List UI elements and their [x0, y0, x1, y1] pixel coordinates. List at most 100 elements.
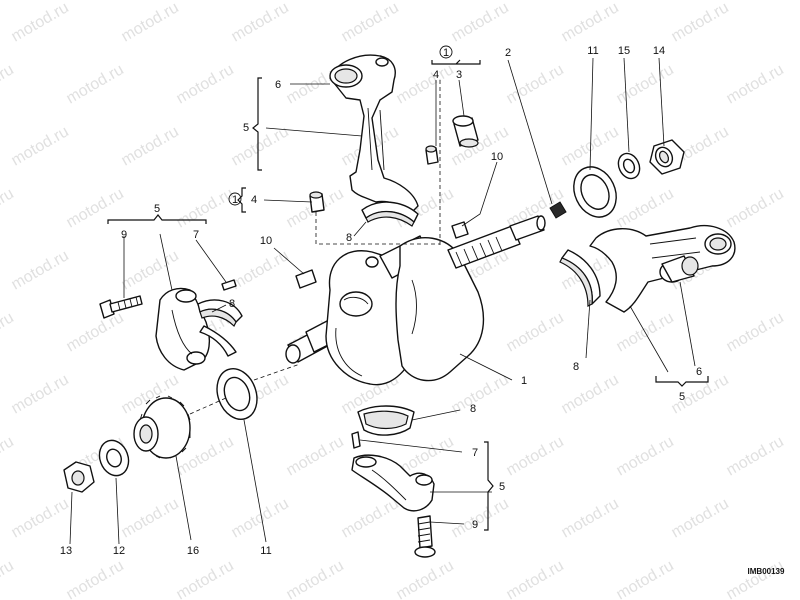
right-bearing-shell [559, 249, 601, 307]
reference-code: IMB00139 [748, 567, 785, 576]
watermark-text: motod.ru [724, 309, 787, 355]
watermark-text: motod.ru [449, 0, 512, 45]
watermark-text: motod.ru [614, 61, 677, 107]
dowel-7-bottom [351, 431, 361, 449]
crankshaft [285, 215, 546, 386]
watermark-text: motod.ru [229, 495, 292, 541]
watermark-text: motod.ru [9, 247, 72, 293]
watermark-text: motod.ru [614, 185, 677, 231]
gear-16 [133, 395, 191, 459]
watermark-text: motod.ru [64, 557, 127, 600]
watermark-text: motod.ru [394, 61, 457, 107]
nut-14 [649, 139, 685, 175]
watermark-text: motod.ru [0, 61, 17, 107]
callout-8: 8 [229, 298, 235, 310]
watermark-text: motod.ru [449, 495, 512, 541]
watermark-text: motod.ru [119, 495, 182, 541]
watermark-text: motod.ru [174, 61, 237, 107]
left-bearing-shell [197, 299, 243, 357]
watermark-text: motod.ru [394, 557, 457, 600]
thrust-washer-11-left [216, 368, 258, 420]
callout-5: 5 [243, 122, 249, 134]
bottom-rod-cap [351, 454, 435, 512]
small-key-part-2 [549, 201, 567, 219]
watermark-text: motod.ru [614, 557, 677, 600]
watermark-text: motod.ru [0, 557, 17, 600]
watermark-text: motod.ru [9, 123, 72, 169]
watermark-text: motod.ru [669, 495, 732, 541]
watermark-text: motod.ru [724, 433, 787, 479]
callout-12: 12 [113, 545, 125, 557]
watermark-text: motod.ru [229, 247, 292, 293]
callout-8: 8 [346, 232, 352, 244]
bolt-9-bottom [414, 515, 436, 558]
callout-5: 5 [499, 481, 505, 493]
watermark-text: motod.ru [64, 309, 127, 355]
watermark-text: motod.ru [284, 433, 347, 479]
callout-11: 11 [587, 45, 598, 57]
braces [107, 59, 709, 531]
dowel-4-left [309, 191, 325, 213]
dowel-4-top [425, 145, 439, 165]
watermark-text: motod.ru [504, 433, 567, 479]
callout-14: 14 [653, 45, 665, 57]
right-small-end-bushing [659, 255, 699, 283]
upper-bearing-shell [361, 201, 419, 227]
callout-8: 8 [470, 403, 476, 415]
bottom-bearing-shell [357, 405, 415, 436]
watermark-text: motod.ru [559, 0, 622, 45]
plug-10-left [295, 269, 317, 289]
callout-7: 7 [472, 447, 478, 459]
watermark-text: motod.ru [0, 433, 17, 479]
watermark-text: motod.ru [724, 61, 787, 107]
watermark-text: motod.ru [9, 371, 72, 417]
callout-15: 15 [618, 45, 630, 57]
plug-3 [452, 115, 479, 148]
watermark-text: motod.ru [504, 309, 567, 355]
watermark-text: motod.ru [284, 557, 347, 600]
callout-2: 2 [505, 47, 511, 59]
callout-5: 5 [679, 391, 685, 403]
callout-1: 1 [521, 375, 527, 387]
watermark-text: motod.ru [339, 0, 402, 45]
nut-13 [63, 461, 95, 493]
watermark-text: motod.ru [724, 185, 787, 231]
callout-11: 11 [260, 545, 271, 557]
watermark-text: motod.ru [174, 557, 237, 600]
callout-4: 4 [251, 194, 257, 206]
circled-mark-top: 1 [439, 45, 453, 59]
watermark-text: motod.ru [669, 0, 732, 45]
callout-6: 6 [275, 79, 281, 91]
upper-connecting-rod [329, 54, 419, 215]
watermark-text: motod.ru [119, 123, 182, 169]
bolt-9-left [99, 295, 143, 319]
circled-mark-left: 1 [228, 192, 242, 206]
callout-13: 13 [60, 545, 72, 557]
watermark-text: motod.ru [64, 61, 127, 107]
circled-mark-left-text: 1 [232, 194, 238, 206]
washer-12 [98, 439, 130, 477]
left-rod-cap [155, 287, 211, 371]
callout-10: 10 [260, 235, 272, 247]
watermark-text: motod.ru [229, 123, 292, 169]
watermark-text: motod.ru [229, 0, 292, 45]
callout-7: 7 [193, 229, 199, 241]
thrust-washer-11-right [573, 166, 617, 218]
watermark-text: motod.ru [0, 185, 17, 231]
dowel-7-left [221, 279, 237, 291]
callout-9: 9 [472, 519, 478, 531]
callout-8: 8 [573, 361, 579, 373]
callout-3: 3 [456, 69, 462, 81]
watermark-text: motod.ru [339, 495, 402, 541]
callout-9: 9 [121, 229, 127, 241]
watermark-text: motod.ru [559, 371, 622, 417]
watermark-text: motod.ru [64, 185, 127, 231]
washer-15 [617, 152, 641, 180]
watermark-text: motod.ru [9, 495, 72, 541]
watermark-text: motod.ru [504, 61, 567, 107]
callout-labels: 6 5 4 3 2 11 15 14 10 4 8 10 5 9 7 8 1 8… [60, 45, 702, 557]
watermark-text: motod.ru [504, 557, 567, 600]
callout-5: 5 [154, 203, 160, 215]
callout-16: 16 [187, 545, 199, 557]
